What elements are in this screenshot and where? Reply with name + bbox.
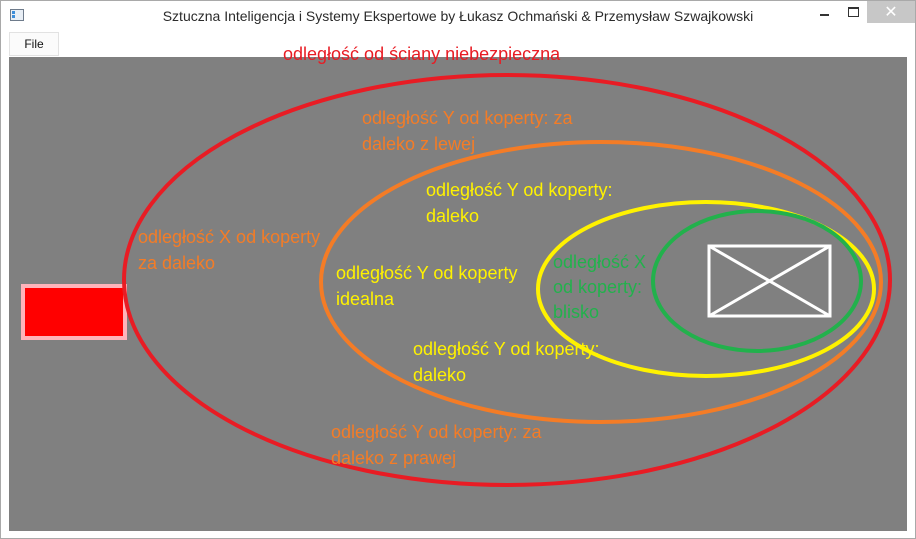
zone-label-line: odległość X xyxy=(553,252,647,272)
vehicle xyxy=(21,284,127,340)
zone-label-line: daleko z prawej xyxy=(331,448,457,468)
zone-label-y-too-far-left: odległość Y od koperty: za daleko z lewe… xyxy=(362,105,572,157)
x-close-zone xyxy=(536,200,876,378)
zone-label-y-too-far-right: odległość Y od koperty: za daleko z praw… xyxy=(331,419,541,471)
menu-bar: File xyxy=(9,31,907,57)
near-zone xyxy=(651,209,863,353)
zones-drawing xyxy=(21,73,892,487)
zone-label-y-ideal: odległość Y od koperty idealna xyxy=(336,260,517,312)
zone-label-line: odległość od ściany niebezpieczna xyxy=(283,44,561,64)
y-far-zone xyxy=(319,140,883,424)
zone-label-line: daleko z lewej xyxy=(362,134,476,154)
zone-label-line: za daleko xyxy=(138,253,216,273)
maximize-icon xyxy=(847,7,859,17)
menu-file[interactable]: File xyxy=(9,32,59,56)
zone-label-line: odległość Y od koperty xyxy=(336,263,518,283)
zone-label-line: odległość Y od koperty: xyxy=(426,180,613,200)
zone-label-line: idealna xyxy=(336,289,395,309)
zone-label-line: odległość X od koperty xyxy=(138,227,321,247)
zone-label-line: daleko xyxy=(426,206,480,226)
zone-label-line: od koperty: xyxy=(553,277,643,297)
minimize-icon xyxy=(819,14,829,16)
minimize-button[interactable] xyxy=(809,1,839,23)
title-bar[interactable]: Sztuczna Inteligencja i Systemy Eksperto… xyxy=(1,1,915,31)
zone-label-line: odległość Y od koperty: za xyxy=(362,108,573,128)
zone-label-line: daleko xyxy=(413,365,467,385)
zone-label-line: blisko xyxy=(553,302,600,322)
app-window-icon[interactable] xyxy=(10,9,24,21)
close-button[interactable]: ✕ xyxy=(867,1,915,23)
zone-label-line: odległość Y od koperty: za xyxy=(331,422,542,442)
envelope-icon xyxy=(707,244,832,318)
zone-label-line: odległość Y od koperty: xyxy=(413,339,600,359)
maximize-button[interactable] xyxy=(839,1,867,23)
zone-label-y-far-top: odległość Y od koperty: daleko xyxy=(426,177,612,229)
window-title: Sztuczna Inteligencja i Systemy Eksperto… xyxy=(162,8,754,24)
simulation-canvas[interactable]: odległość od ściany niebezpieczna odległ… xyxy=(9,44,907,531)
zone-label-x-too-far: odległość X od koperty za daleko xyxy=(138,224,320,276)
zone-label-wall-danger: odległość od ściany niebezpieczna xyxy=(283,41,560,67)
zone-label-x-close: odległość X od koperty: blisko xyxy=(553,250,646,325)
close-icon: ✕ xyxy=(884,4,898,21)
wall-danger-zone xyxy=(122,73,892,487)
zone-label-y-far-bottom: odległość Y od koperty: daleko xyxy=(413,336,599,388)
